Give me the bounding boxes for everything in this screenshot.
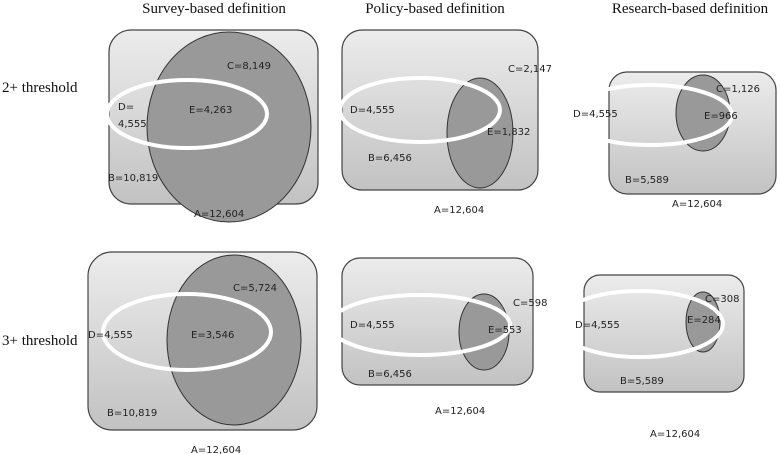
panel-policy-2plus: C=2,147 D=4,555 E=1,832 B=6,456 A=12,604 bbox=[338, 29, 552, 216]
row-header-3plus: 3+ threshold bbox=[2, 333, 78, 349]
label-d-value: 4,555 bbox=[118, 119, 147, 130]
label-d: D=4,555 bbox=[88, 330, 133, 341]
label-c: C=5,724 bbox=[233, 283, 277, 294]
column-header-survey: Survey-based definition bbox=[142, 1, 286, 17]
label-b: B=5,589 bbox=[620, 376, 664, 387]
label-d: D= bbox=[118, 102, 134, 113]
label-a: A=12,604 bbox=[194, 209, 244, 220]
label-b: B=10,819 bbox=[107, 408, 157, 419]
label-b: B=10,819 bbox=[108, 173, 158, 184]
label-d: D=4,555 bbox=[350, 105, 395, 116]
set-c-ellipse bbox=[166, 254, 302, 426]
label-d: D=4,555 bbox=[573, 109, 618, 120]
label-c: C=308 bbox=[705, 294, 739, 305]
label-a: A=12,604 bbox=[672, 199, 722, 210]
label-e: E=966 bbox=[704, 111, 738, 122]
label-a: A=12,604 bbox=[191, 445, 241, 454]
set-d-ellipse bbox=[338, 76, 502, 144]
label-a: A=12,604 bbox=[435, 406, 485, 417]
label-d: D=4,555 bbox=[350, 320, 395, 331]
row-header-2plus: 2+ threshold bbox=[2, 80, 78, 96]
label-e: E=3,546 bbox=[191, 330, 234, 341]
label-e: E=1,832 bbox=[487, 127, 530, 138]
label-c: C=2,147 bbox=[508, 64, 552, 75]
set-d-ellipse bbox=[328, 293, 512, 357]
column-header-policy: Policy-based definition bbox=[365, 1, 505, 17]
set-d-ellipse bbox=[101, 292, 273, 372]
panel-research-3plus: C=308 D=4,555 E=284 B=5,589 A=12,604 bbox=[555, 274, 745, 440]
label-a: A=12,604 bbox=[434, 205, 484, 216]
column-header-research: Research-based definition bbox=[612, 1, 769, 17]
set-d-ellipse bbox=[566, 83, 734, 147]
label-c: C=1,126 bbox=[716, 84, 760, 95]
label-d: D=4,555 bbox=[575, 320, 620, 331]
panel-survey-3plus: C=5,724 D=4,555 E=3,546 B=10,819 A=12,60… bbox=[87, 251, 318, 454]
panel-policy-3plus: C=598 D=4,555 E=553 B=6,456 A=12,604 bbox=[328, 257, 547, 417]
panel-research-2plus: C=1,126 D=4,555 E=966 B=5,589 A=12,604 bbox=[566, 71, 777, 210]
label-c: C=8,149 bbox=[227, 61, 271, 72]
set-d-ellipse bbox=[105, 78, 269, 150]
label-a: A=12,604 bbox=[650, 429, 700, 440]
label-e: E=284 bbox=[687, 315, 721, 326]
label-b: B=6,456 bbox=[368, 369, 412, 380]
label-e: E=553 bbox=[488, 325, 522, 336]
panel-survey-2plus: C=8,149 D= 4,555 E=4,263 B=10,819 A=12,6… bbox=[105, 29, 319, 223]
label-b: B=6,456 bbox=[368, 153, 412, 164]
label-c: C=598 bbox=[513, 298, 547, 309]
label-b: B=5,589 bbox=[625, 175, 669, 186]
set-d-ellipse bbox=[555, 289, 725, 359]
label-e: E=4,263 bbox=[189, 105, 232, 116]
